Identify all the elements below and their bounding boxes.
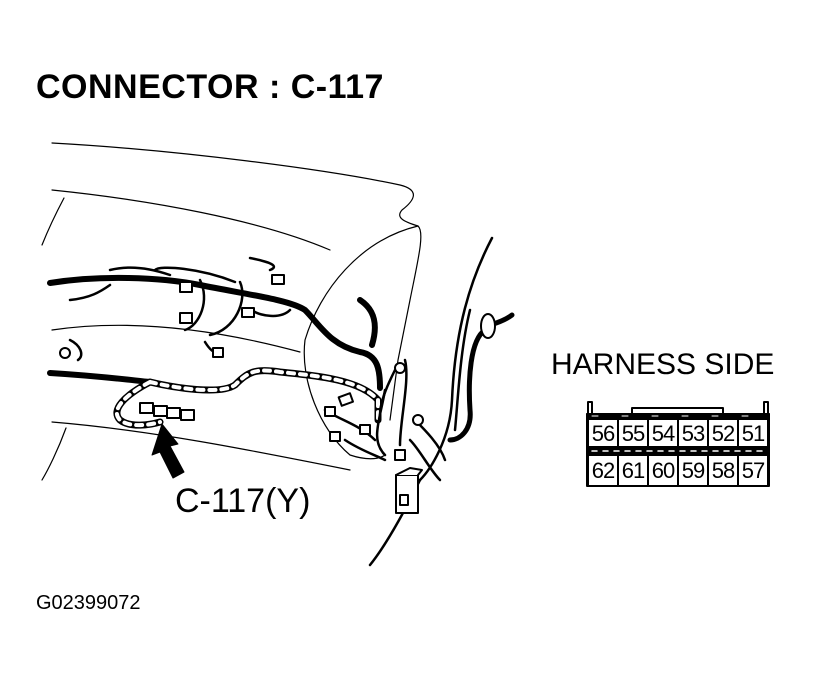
pin-62: 62 <box>587 456 619 485</box>
main-harness <box>47 274 383 391</box>
junction-block <box>395 467 423 514</box>
pin-57: 57 <box>739 456 769 485</box>
pin-51: 51 <box>739 419 769 448</box>
pin-row-top: 56 55 54 53 52 51 <box>587 419 769 448</box>
pin-52: 52 <box>709 419 739 448</box>
harness-side-pin-face: 56 55 54 53 52 51 62 61 60 59 58 57 <box>587 400 769 488</box>
connector-callout-label: C-117(Y) <box>175 482 311 520</box>
small-connectors <box>59 274 424 461</box>
pin-58: 58 <box>709 456 739 485</box>
pin-54: 54 <box>649 419 679 448</box>
pin-55: 55 <box>619 419 649 448</box>
corrugated-tube <box>113 367 382 429</box>
grommet <box>480 313 496 339</box>
c117-connector <box>139 402 195 421</box>
dashboard-outline <box>41 142 422 481</box>
pin-row-bottom: 62 61 60 59 58 57 <box>587 456 769 485</box>
diagram-title: CONNECTOR : C-117 <box>36 68 384 106</box>
pin-60: 60 <box>649 456 679 485</box>
pin-59: 59 <box>679 456 709 485</box>
harness-side-label: HARNESS SIDE <box>551 348 775 381</box>
figure-id: G02399072 <box>36 592 141 614</box>
pointer-arrow-icon <box>151 423 185 479</box>
pin-53: 53 <box>679 419 709 448</box>
pin-56: 56 <box>587 419 619 448</box>
pin-61: 61 <box>619 456 649 485</box>
